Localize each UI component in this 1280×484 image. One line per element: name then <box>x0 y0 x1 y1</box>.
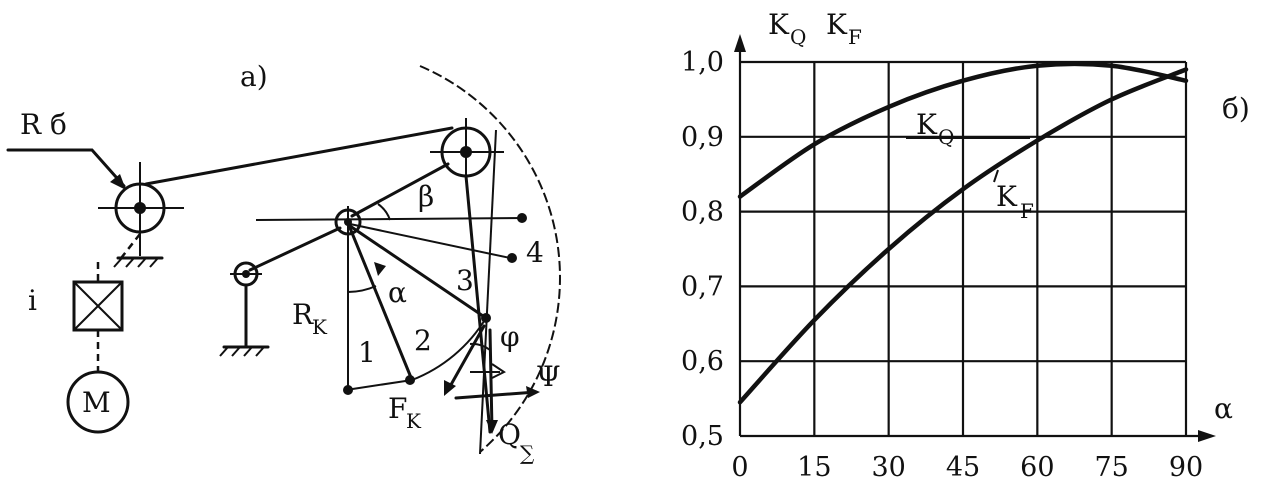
x-tick-label: 30 <box>871 452 905 483</box>
y-tick-label: 0,7 <box>681 271 724 302</box>
lower-link <box>248 226 342 272</box>
gearbox-label: i <box>28 284 37 317</box>
panel-a-title: а) <box>240 60 268 93</box>
x-tick-label: 15 <box>797 452 831 483</box>
panel-b-title: б) <box>1222 92 1250 125</box>
svg-text:F: F <box>1020 199 1034 223</box>
y-tick-label: 1,0 <box>681 47 724 78</box>
y-axis-arrow <box>734 34 746 52</box>
position-4-label: 4 <box>526 236 544 269</box>
kf-label-leader <box>993 169 999 183</box>
x-tick-label: 0 <box>731 452 748 483</box>
position-2-label: 2 <box>414 324 432 357</box>
x-tick-label: 90 <box>1169 452 1203 483</box>
svg-text:K: K <box>768 8 790 41</box>
main-pivot <box>255 206 527 392</box>
alpha-arc <box>347 285 377 293</box>
rk-label: R K <box>292 298 328 339</box>
y-tick-labels: 0,5 0,6 0,7 0,8 0,9 1,0 <box>681 47 724 452</box>
tangent-line <box>479 129 497 455</box>
upper-lever <box>350 162 450 218</box>
position-1-label: 1 <box>358 336 376 369</box>
svg-text:Q: Q <box>498 418 521 451</box>
svg-text:∑: ∑ <box>520 441 535 465</box>
beta-arc <box>377 203 391 221</box>
fk-label: F K <box>388 392 422 433</box>
x-axis-arrow <box>1198 430 1216 442</box>
x-tick-label: 45 <box>946 452 980 483</box>
motor: M <box>66 370 130 434</box>
belt-link <box>144 126 454 186</box>
x-tick-labels: 0 15 30 45 60 75 90 <box>731 452 1203 483</box>
y-axis-label: K Q K F <box>768 8 862 49</box>
chart-series <box>737 61 1189 405</box>
rb-arrowhead <box>110 174 126 190</box>
y-tick-label: 0,6 <box>681 346 724 377</box>
phi-label: φ <box>500 320 520 353</box>
alpha-arrowhead <box>374 262 386 276</box>
y-tick-label: 0,9 <box>681 122 724 153</box>
motor-label: M <box>82 386 111 419</box>
left-support <box>219 261 270 357</box>
psi-label: Ψ <box>536 360 561 393</box>
y-tick-label: 0,5 <box>681 421 724 452</box>
kq-curve-label: K Q <box>916 108 954 149</box>
lever-positions <box>343 223 517 395</box>
rb-force-arrow <box>6 148 126 188</box>
svg-text:K: K <box>996 180 1018 213</box>
svg-text:K: K <box>406 409 422 433</box>
chart-grid <box>740 60 1188 436</box>
series-line-k-f <box>737 67 1189 405</box>
upper-pulley <box>430 118 504 182</box>
rb-force-label: R б <box>20 108 67 141</box>
q-label: Q ∑ <box>498 418 535 465</box>
gearbox-box <box>72 262 124 372</box>
rope-line <box>464 174 492 434</box>
drive-pulley <box>98 162 184 268</box>
x-tick-label: 60 <box>1020 452 1054 483</box>
y-tick-label: 0,8 <box>681 197 724 228</box>
x-axis-label: α <box>1214 392 1233 425</box>
svg-text:F: F <box>388 392 407 425</box>
series-line-k-q <box>737 61 1189 199</box>
svg-text:F: F <box>848 25 862 49</box>
mechanism-diagram: а) R б i M <box>6 60 561 465</box>
psi-arrow <box>454 390 538 400</box>
svg-text:R: R <box>292 298 314 331</box>
alpha-label: α <box>388 276 407 309</box>
fk-arrow <box>446 324 486 392</box>
svg-text:Q: Q <box>790 25 806 49</box>
coefficient-chart: б) K Q K F α 0,5 0,6 0,7 0,8 0,9 1,0 0 15 30 45 6… <box>681 8 1250 483</box>
q-arrow <box>488 328 494 432</box>
x-tick-label: 75 <box>1094 452 1128 483</box>
kf-curve-label: K F <box>996 180 1034 223</box>
beta-label: β <box>418 180 434 213</box>
svg-text:K: K <box>916 108 938 141</box>
trajectory-arc <box>419 65 561 453</box>
position-3-label: 3 <box>456 264 474 297</box>
svg-text:K: K <box>312 315 328 339</box>
svg-text:K: K <box>826 8 848 41</box>
